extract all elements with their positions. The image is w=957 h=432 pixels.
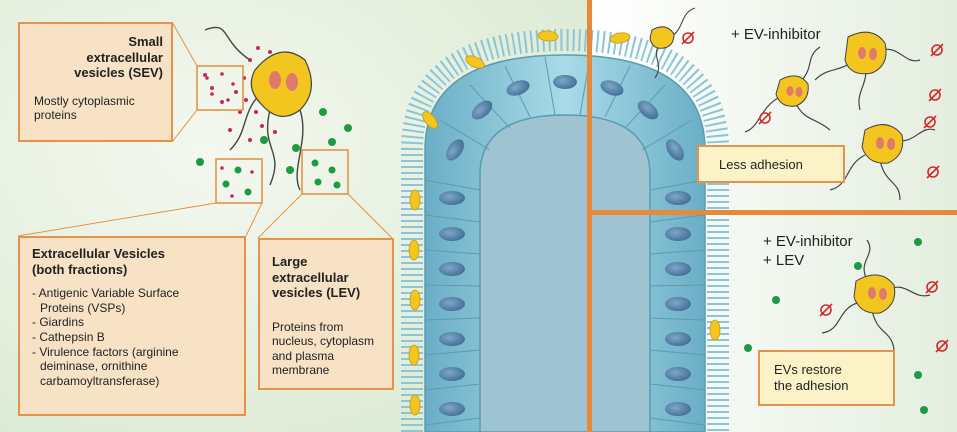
- lev-title-line: extracellular: [272, 269, 349, 285]
- sev-desc-line: proteins: [34, 108, 77, 123]
- lev-title-line: vesicles (LEV): [272, 285, 361, 301]
- ev-both-item: - Antigenic Variable Surface: [32, 286, 180, 300]
- sev-title-line: vesicles (SEV): [74, 65, 163, 81]
- lev-description: Proteins from nucleus, cytoplasm and pla…: [272, 320, 374, 378]
- ev-both-item: - Giardins: [32, 315, 85, 330]
- lev-vesicle-dots: [196, 108, 352, 174]
- sev-box: Small extracellular vesicles (SEV) Mostl…: [18, 22, 173, 142]
- sev-title: Small extracellular vesicles (SEV): [74, 34, 163, 81]
- ev-both-title-line: Extracellular Vesicles: [32, 246, 165, 261]
- cell-nuclei: [439, 75, 691, 416]
- bottom-panel-parasites: [821, 239, 931, 351]
- less-adhesion-text: Less adhesion: [719, 157, 803, 172]
- sev-zoom-square: [171, 21, 244, 143]
- attached-parasites: [408, 30, 721, 416]
- sev-description: Mostly cytoplasmic proteins: [34, 94, 135, 123]
- ev-both-item: Proteins (VSPs): [40, 300, 126, 315]
- lev-desc-line: and plasma: [272, 348, 335, 363]
- lev-title: Large extracellular vesicles (LEV): [272, 254, 360, 301]
- ev-both-box: Extracellular Vesicles (both fractions) …: [18, 236, 246, 416]
- evs-restore-line: the adhesion: [774, 377, 849, 393]
- sev-title-line: Small: [128, 34, 163, 49]
- lev-desc-line: membrane: [272, 363, 330, 378]
- sev-title-line: extracellular: [86, 49, 163, 65]
- top-panel-parasites: [649, 7, 936, 201]
- evs-restore-text: EVs restore the adhesion: [774, 362, 848, 393]
- intestinal-villus: [401, 28, 729, 432]
- lev-title-line: Large: [272, 254, 308, 269]
- evs-restore-box: EVs restore the adhesion: [758, 350, 895, 406]
- ev-both-title: Extracellular Vesicles (both fractions): [32, 246, 165, 277]
- top-panel-label: + EV-inhibitor: [731, 26, 821, 43]
- panel-divider-lines: [587, 0, 957, 432]
- ev-both-item: carbamoyltransferase): [40, 373, 160, 388]
- bottom-panel-label-line: + LEV: [763, 251, 805, 269]
- bottom-panel-label-line: + EV-inhibitor: [763, 233, 853, 250]
- sev-vesicle-dots: [203, 46, 277, 142]
- less-adhesion-box: Less adhesion: [697, 145, 845, 183]
- sev-desc-line: Mostly cytoplasmic: [34, 94, 135, 108]
- ev-both-list: - Antigenic Variable Surface Proteins (V…: [32, 286, 179, 388]
- villus-core: [479, 114, 651, 432]
- evs-restore-line: EVs restore: [774, 362, 842, 377]
- giardia-parasite-icon: [204, 26, 312, 191]
- ev-both-title-line: (both fractions): [32, 261, 128, 277]
- lev-desc-line: Proteins from: [272, 320, 344, 334]
- ev-both-zoom-square: [17, 158, 263, 237]
- lev-desc-line: nucleus, cytoplasm: [272, 334, 375, 349]
- lev-box: Large extracellular vesicles (LEV) Prote…: [258, 238, 394, 390]
- bottom-panel-label: + EV-inhibitor + LEV: [763, 233, 853, 271]
- lev-zoom-square: [257, 149, 393, 239]
- ev-both-item: - Virulence factors (arginine: [32, 344, 179, 359]
- ev-both-item: - Cathepsin B: [32, 329, 105, 344]
- ev-both-item: deiminase, ornithine: [40, 359, 148, 374]
